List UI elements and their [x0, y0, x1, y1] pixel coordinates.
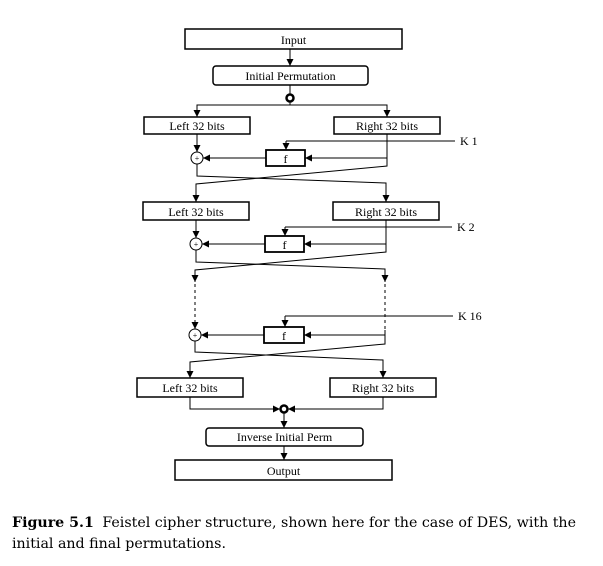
right-to-final-left [186, 335, 386, 378]
xor-plus: + [194, 240, 199, 249]
xor-plus: + [193, 331, 198, 340]
key-label: K 2 [457, 220, 475, 234]
input-box [184, 28, 403, 50]
f-function-label: f [283, 238, 287, 252]
split-to-left [193, 102, 291, 117]
split-node-top [285, 93, 295, 103]
input-label: Input [281, 33, 307, 47]
split-to-right [289, 102, 391, 117]
right-to-next-left [192, 158, 388, 202]
feistel-diagram: Input Initial Permutation Left 32 bits R… [136, 28, 482, 481]
figure-caption-text: Feistel cipher structure, shown here for… [12, 515, 576, 552]
round-16: K 16 f + [186, 309, 482, 378]
key-label: K 1 [460, 134, 478, 148]
left-to-merge [189, 397, 280, 413]
right-32-bits-label: Right 32 bits [355, 205, 417, 219]
xor-to-next-right [196, 164, 390, 202]
output-label: Output [267, 464, 301, 478]
final-right-32-bits-label: Right 32 bits [352, 381, 414, 395]
output-box [174, 459, 393, 481]
right-32-bits-label: Right 32 bits [356, 119, 418, 133]
merge-node [279, 404, 289, 414]
initial-permutation-label: Initial Permutation [245, 69, 335, 83]
f-function-label: f [284, 152, 288, 166]
f-function-label: f [282, 329, 286, 343]
figure-label: Figure 5.1 [12, 515, 94, 531]
right-to-f [304, 220, 387, 248]
key-label: K 16 [458, 309, 482, 323]
xor-to-final-right [194, 341, 387, 378]
right-to-merge [288, 397, 384, 413]
left-32-bits-label: Left 32 bits [168, 205, 224, 219]
xor-plus: + [195, 154, 200, 163]
inverse-initial-perm-label: Inverse Initial Perm [237, 430, 333, 444]
round-2: Left 32 bits Right 32 bits K 2 f + [142, 201, 475, 282]
right-to-f [304, 330, 386, 339]
right-to-next-left [191, 244, 387, 282]
xor-to-next-right [195, 250, 389, 282]
left-32-bits-label: Left 32 bits [169, 119, 225, 133]
final-left-32-bits-label: Left 32 bits [162, 381, 218, 395]
round-1: Left 32 bits Right 32 bits K 1 f + [143, 116, 478, 202]
right-to-f [305, 134, 388, 162]
figure-caption: Figure 5.1 Feistel cipher structure, sho… [12, 513, 597, 555]
